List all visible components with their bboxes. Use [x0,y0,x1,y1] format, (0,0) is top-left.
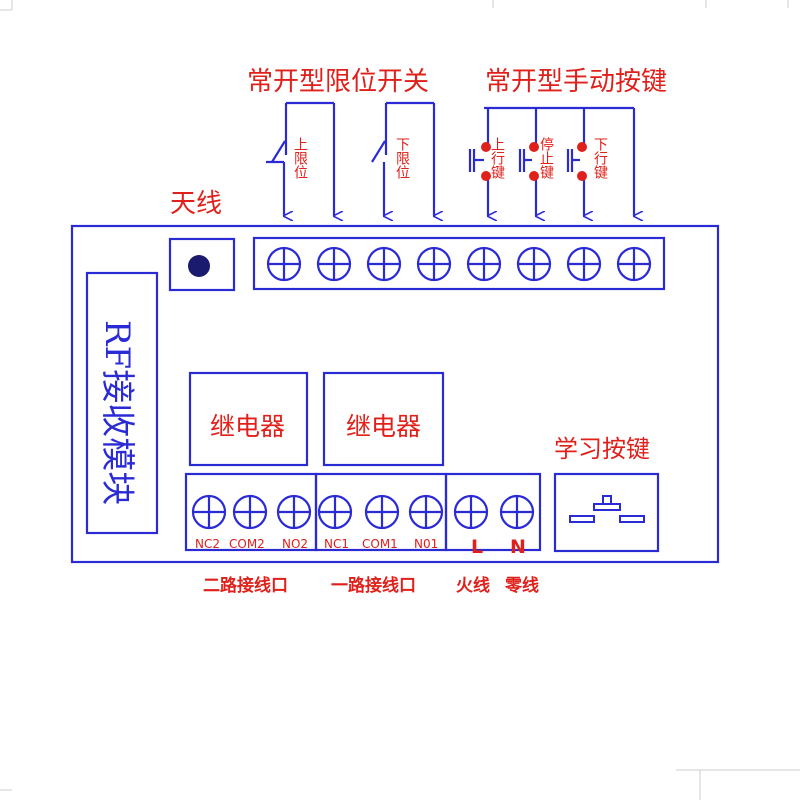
top-screw-2 [316,246,352,282]
stop-key-label: 停止键 [538,136,554,180]
top-screw-7 [566,246,602,282]
nc2-label: NC2 [195,537,220,551]
no1-label: N01 [414,537,438,551]
relay-2-box [188,371,309,467]
no2-screw [276,494,312,530]
rf-module-box [85,271,159,535]
relay-2-label: 继电器 [210,412,285,441]
top-terminal-strip [252,236,666,291]
antenna-label: 天线 [170,189,222,219]
nc1-screw [317,494,353,530]
live-label: L [471,536,483,558]
neutral-wire-label: 零线 [504,575,539,596]
channel-1-label: 一路接线口 [331,575,416,596]
limit-switch-title: 常开型限位开关 [247,67,429,97]
down-key-label: 下行键 [592,137,608,180]
top-screw-3 [366,246,402,282]
learn-key-label: 学习按键 [554,435,650,463]
antenna-dot [188,255,210,277]
nc1-label: NC1 [324,537,349,551]
top-screw-8 [616,246,652,282]
no1-screw [408,494,444,530]
upper-limit-label: 上限位 [292,137,308,179]
com1-label: COM1 [362,537,398,551]
up-key-label: 上行键 [489,137,505,180]
relay-1-label: 继电器 [346,412,421,441]
rf-module-label: RF接收模块 [97,320,137,505]
relay-1-box [322,371,445,467]
power-terminal-block [444,472,542,552]
no2-label: NO2 [282,537,308,551]
manual-key-wiring [468,106,634,216]
live-wire-label: 火线 [456,575,490,596]
learn-key-box [553,472,660,553]
top-screw-6 [516,246,552,282]
channel-2-label: 二路接线口 [203,575,288,596]
antenna-terminal [168,237,236,292]
com2-label: COM2 [229,537,265,551]
controller-board [70,224,720,564]
lower-limit-label: 下限位 [394,137,410,179]
top-screw-4 [416,246,452,282]
top-screw-1 [266,246,302,282]
neutral-screw [499,494,535,530]
nc2-screw [191,494,227,530]
top-screw-5 [466,246,502,282]
live-screw [453,494,489,530]
com1-screw [364,494,400,530]
manual-key-title: 常开型手动按键 [485,67,667,97]
com2-screw [232,494,268,530]
neutral-label: N [510,536,526,558]
learn-key-symbol [569,495,645,523]
limit-switch-wiring [266,101,434,216]
key-contact-dots [481,142,587,181]
